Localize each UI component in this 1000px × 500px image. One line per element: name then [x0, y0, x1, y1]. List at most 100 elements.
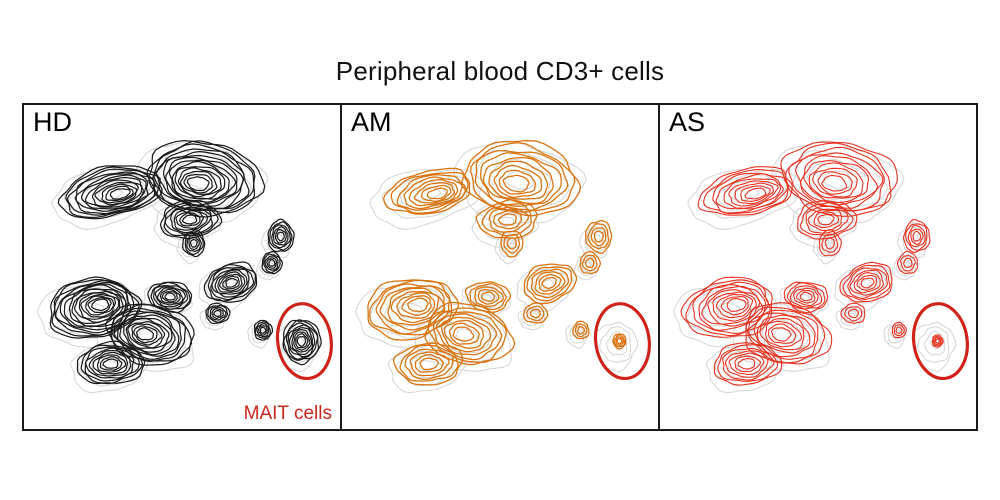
density-contour [80, 293, 116, 318]
reference-contour [255, 254, 280, 281]
density-contour [152, 285, 189, 310]
density-contour [728, 180, 779, 207]
density-contour [161, 291, 178, 303]
density-contour [745, 306, 826, 364]
tsne-panel-am: AM [340, 105, 658, 429]
density-contour [480, 291, 496, 302]
contour-plot-area-as [660, 105, 976, 429]
density-contour [259, 326, 267, 334]
reference-contour [453, 140, 587, 225]
panel-label-as: AS [669, 107, 706, 137]
density-contour [183, 173, 213, 194]
tsne-panel-hd: HD MAIT cells [24, 105, 340, 429]
density-contour [788, 146, 885, 212]
density-contour [78, 292, 120, 320]
density-contour [482, 157, 554, 205]
density-contour [91, 298, 110, 312]
density-contour [163, 154, 244, 207]
density-contour [585, 219, 613, 255]
density-contour [109, 188, 131, 200]
density-contour [717, 344, 779, 382]
density-contour [74, 173, 149, 212]
tsne-panel-as: AS [658, 105, 976, 429]
reference-contour [897, 222, 927, 259]
density-contour [66, 168, 156, 216]
density-contour [396, 292, 436, 319]
density-contour [703, 169, 789, 215]
density-contour [164, 292, 176, 301]
density-contour [273, 226, 289, 246]
density-contour [291, 329, 313, 353]
density-contour [461, 139, 582, 217]
density-contour [933, 335, 943, 347]
density-contour [146, 140, 256, 214]
density-contour [728, 352, 765, 376]
density-contour [821, 233, 839, 253]
density-contour [94, 181, 139, 206]
density-contour [812, 167, 858, 198]
density-contour [853, 271, 881, 294]
density-contour [125, 317, 170, 349]
density-contour [910, 228, 924, 245]
density-contour [759, 318, 805, 351]
density-contour [737, 358, 756, 370]
density-contour [76, 340, 146, 385]
reference-contour [125, 319, 174, 354]
density-contour [164, 204, 214, 235]
density-contour [577, 325, 585, 335]
density-contour [267, 218, 295, 253]
density-contour [268, 258, 276, 267]
density-contour [839, 261, 893, 303]
density-contour [805, 205, 849, 234]
density-contour [154, 286, 186, 308]
density-contour [407, 297, 429, 313]
density-contour [579, 250, 601, 275]
density-contour [470, 142, 576, 212]
density-contour [905, 223, 928, 251]
density-contour [856, 274, 878, 291]
reference-contour [369, 169, 484, 231]
density-contour [288, 327, 314, 355]
density-contour [420, 184, 452, 202]
density-contour [821, 174, 848, 192]
density-contour [127, 321, 166, 349]
mait-circle-annotation [911, 302, 969, 381]
density-contour [214, 269, 248, 295]
reference-contour [791, 290, 816, 309]
density-contour [174, 166, 226, 200]
reference-contour [599, 326, 632, 363]
density-contour [218, 273, 243, 292]
density-contour [276, 231, 285, 242]
mait-circle-annotation [593, 302, 651, 381]
density-contour [159, 288, 181, 304]
density-contour [179, 212, 201, 227]
density-contour [123, 317, 173, 353]
contour-plot-area-am [342, 105, 658, 429]
density-contour [102, 358, 119, 369]
reference-contour [51, 169, 166, 231]
reference-contour [443, 319, 492, 354]
reference-contour [472, 150, 570, 214]
density-contour [295, 333, 309, 349]
reference-contour [281, 326, 314, 363]
reference-contour [840, 308, 862, 326]
density-contour [849, 269, 884, 296]
tsne-contour-svg-am [355, 139, 651, 394]
density-contour [824, 237, 835, 250]
reference-contour [924, 330, 946, 356]
density-contour [266, 257, 278, 269]
reference-contour [100, 360, 119, 372]
density-contour [584, 257, 595, 269]
reference-contour [259, 257, 278, 277]
density-contour [847, 267, 888, 299]
density-contour [783, 281, 829, 314]
density-contour [175, 210, 204, 229]
density-contour [156, 287, 184, 306]
density-contour [96, 354, 127, 373]
density-contour [57, 165, 163, 220]
reference-contour [789, 203, 857, 248]
density-contour [734, 355, 762, 373]
density-contour [488, 206, 530, 233]
density-contour [931, 334, 944, 348]
density-contour [181, 214, 198, 225]
